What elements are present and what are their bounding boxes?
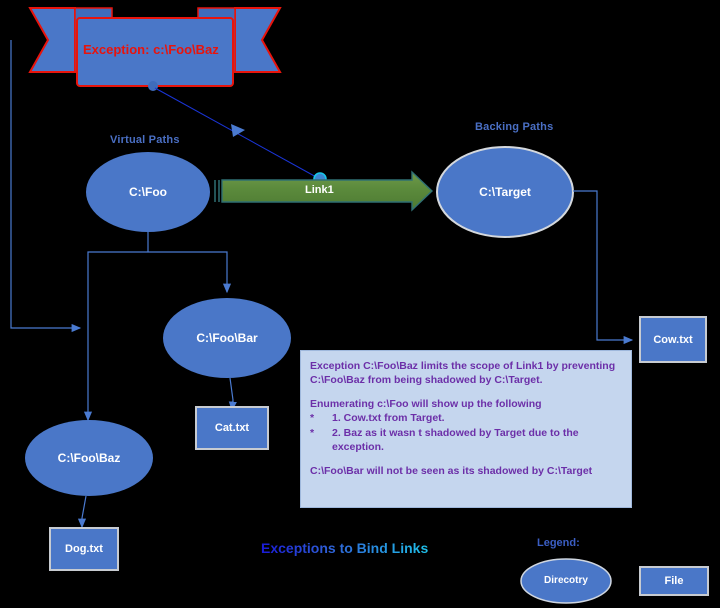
- virtual-paths-label: Virtual Paths: [110, 134, 180, 146]
- baz-to-dog-connector: [77, 495, 87, 529]
- exception-to-baz-connector: [10, 40, 82, 333]
- bullet-marker-icon: *: [310, 426, 315, 439]
- backing-paths-label: Backing Paths: [475, 121, 554, 133]
- file-cow-txt[interactable]: Cow.txt: [639, 316, 707, 363]
- page-title: Exceptions to Bind Links: [261, 540, 429, 556]
- note-spacer-1: [310, 388, 622, 397]
- node-c-foo[interactable]: [86, 152, 210, 232]
- node-c-target-label: C:\Target: [479, 185, 531, 199]
- target-to-cow-connector: [573, 190, 634, 345]
- node-c-target[interactable]: [436, 146, 574, 238]
- note-spacer-2: [310, 455, 622, 464]
- legend-file-shape: File: [639, 566, 709, 596]
- file-cat-txt[interactable]: Cat.txt: [195, 406, 269, 450]
- bullet-marker-icon: *: [310, 412, 315, 425]
- note-bullet-1-text: 1. Cow.txt from Target.: [332, 412, 445, 425]
- node-c-foo-baz[interactable]: [25, 420, 153, 496]
- note-bullet-1: * 1. Cow.txt from Target.: [310, 411, 622, 425]
- legend-heading: Legend:: [537, 537, 580, 549]
- exception-banner: [28, 7, 282, 87]
- node-c-foo-bar[interactable]: [163, 298, 291, 378]
- note-bullet-2-text: 2. Baz as it wasn t shadowed by Target d…: [332, 426, 579, 454]
- legend-directory-label: Direcotry: [544, 574, 588, 586]
- foo-children-connectors: [83, 232, 232, 422]
- explanation-note: Exception C:\Foo\Baz limits the scope of…: [300, 350, 632, 508]
- note-paragraph-2: Enumerating c:\Foo will show up the foll…: [310, 397, 542, 410]
- note-bullet-2: * 2. Baz as it wasn t shadowed by Target…: [310, 426, 622, 455]
- file-dog-txt[interactable]: Dog.txt: [49, 527, 119, 571]
- legend-directory-shape: [520, 558, 612, 604]
- note-paragraph-3: C:\Foo\Bar will not be seen as its shado…: [310, 464, 593, 477]
- bind-link-label: Link1: [305, 184, 334, 196]
- node-c-foo-label: C:\Foo: [129, 185, 167, 199]
- node-c-foo-baz-label: C:\Foo\Baz: [57, 451, 121, 465]
- node-c-foo-bar-label: C:\Foo\Bar: [196, 331, 258, 345]
- bind-link-arrow: [214, 170, 434, 212]
- exception-banner-label: Exception: c:\Foo\Baz: [83, 42, 219, 57]
- note-paragraph-1: Exception C:\Foo\Baz limits the scope of…: [310, 360, 616, 387]
